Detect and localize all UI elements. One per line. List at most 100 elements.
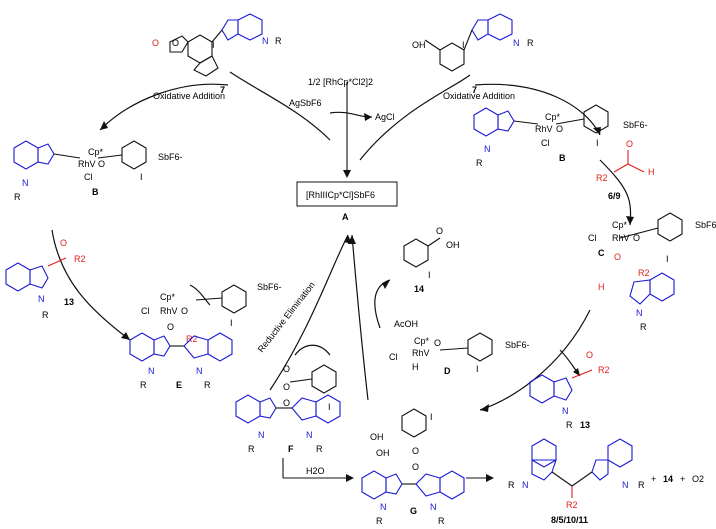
svg-text:I: I	[212, 40, 215, 50]
active-catalyst-letter: A	[342, 212, 349, 222]
svg-text:+: +	[651, 474, 656, 484]
svg-text:R: R	[204, 380, 211, 390]
svg-text:R: R	[508, 480, 515, 490]
svg-text:O: O	[152, 38, 159, 48]
svg-text:N: N	[38, 294, 45, 304]
svg-text:OH: OH	[376, 448, 390, 458]
intermediate-d-label: D	[444, 366, 451, 376]
intermediate-b-right: Cp* RhV O Cl I N R SbF6- B	[473, 104, 648, 168]
aldehyde-6-9: O H R2 6/9	[596, 139, 655, 201]
intermediate-c: Cp* RhV Cl O O R2 H I SbF6- N R C	[588, 212, 716, 332]
intermediate-g: I OH OH O O N R N R G	[361, 408, 465, 526]
svg-text:N: N	[513, 38, 520, 48]
svg-text:O: O	[167, 322, 174, 332]
svg-text:RhV: RhV	[612, 233, 630, 243]
svg-text:SbF6-: SbF6-	[158, 152, 183, 162]
svg-text:N: N	[430, 502, 437, 512]
svg-text:N: N	[262, 36, 269, 46]
intermediate-e: Cp* RhV Cl O O R2 I SbF6- N R N R E	[129, 282, 282, 390]
svg-text:R: R	[638, 480, 645, 490]
svg-text:O: O	[60, 238, 67, 248]
oxidative-addition-right: Oxidative Addition	[443, 91, 515, 101]
silver-salt-label: AgSbF6	[289, 98, 322, 108]
svg-text:SbF6-: SbF6-	[695, 220, 716, 230]
svg-text:I: I	[328, 402, 331, 412]
svg-text:SbF6-: SbF6-	[505, 340, 530, 350]
silver-chloride-label: AgCl	[375, 112, 395, 122]
svg-text:N: N	[258, 430, 265, 440]
intermediate-b-right-label: B	[559, 153, 566, 163]
svg-text:Cp*: Cp*	[414, 336, 430, 346]
svg-text:RhV: RhV	[78, 159, 96, 169]
svg-text:R2: R2	[596, 173, 608, 183]
svg-text:O: O	[436, 226, 443, 236]
byproduct-13-label: 13	[580, 420, 590, 430]
svg-text:R: R	[140, 380, 147, 390]
product-14-right-label: 14	[414, 284, 424, 294]
svg-text:H: H	[598, 282, 605, 292]
svg-text:N: N	[636, 308, 643, 318]
svg-text:O: O	[614, 252, 621, 262]
svg-text:O: O	[586, 350, 593, 360]
intermediate-f-label: F	[288, 444, 294, 454]
coproduct-14-label: 14	[663, 474, 673, 484]
svg-text:+: +	[680, 474, 685, 484]
svg-text:Cl: Cl	[84, 172, 93, 182]
svg-text:I: I	[140, 172, 143, 182]
intermediate-c-label: C	[598, 248, 605, 258]
svg-text:RhV: RhV	[535, 124, 553, 134]
svg-text:Cp*: Cp*	[545, 112, 561, 122]
svg-text:Cp*: Cp*	[612, 220, 628, 230]
oxygen-label: O2	[692, 474, 704, 484]
svg-text:N: N	[622, 480, 629, 490]
intermediate-e-label: E	[176, 380, 182, 390]
svg-text:I: I	[476, 364, 479, 374]
svg-text:R: R	[316, 444, 323, 454]
svg-text:O: O	[412, 446, 419, 456]
svg-text:O: O	[181, 306, 188, 316]
svg-text:N: N	[22, 178, 29, 188]
svg-text:I: I	[596, 138, 599, 148]
svg-text:R: R	[527, 38, 534, 48]
svg-text:O: O	[556, 124, 563, 134]
svg-text:O: O	[283, 382, 290, 392]
svg-text:R: R	[376, 516, 383, 526]
svg-text:I: I	[666, 254, 669, 264]
svg-text:O: O	[98, 159, 105, 169]
svg-text:R2: R2	[638, 268, 650, 278]
intermediate-g-label: G	[410, 506, 417, 516]
reagent-7-right: OH I N R 7	[412, 13, 534, 95]
svg-text:RhV: RhV	[412, 348, 430, 358]
oxidative-addition-left: Oxidative Addition	[153, 91, 225, 101]
final-product-label: 8/5/10/11	[551, 515, 588, 525]
svg-text:O: O	[172, 38, 179, 48]
svg-text:N: N	[306, 430, 313, 440]
svg-text:R: R	[438, 516, 445, 526]
svg-text:Cl: Cl	[541, 138, 550, 148]
svg-text:I: I	[230, 318, 233, 328]
byproduct-13-right: O R2 N R 13	[529, 350, 610, 430]
svg-text:Cp*: Cp*	[88, 147, 104, 157]
svg-text:OH: OH	[446, 240, 460, 250]
svg-text:N: N	[522, 480, 529, 490]
active-catalyst-label: [RhIIICp*Cl]SbF6	[306, 190, 375, 200]
svg-text:O: O	[283, 364, 290, 374]
svg-text:N: N	[484, 144, 491, 154]
acetic-acid-and-14: AcOH O OH I 14	[394, 226, 460, 329]
acetic-acid-label: AcOH	[394, 319, 418, 329]
reagent-7-right-label: 7	[472, 85, 477, 95]
aldehyde-label: 6/9	[608, 191, 621, 201]
svg-text:O: O	[626, 139, 633, 149]
reagent-7-left-label: 7	[220, 85, 225, 95]
svg-text:Cl: Cl	[141, 306, 150, 316]
reagent-13-left: O R2 N R 13	[5, 238, 86, 320]
svg-text:R: R	[42, 310, 49, 320]
final-product: R2 R N N R + 14 + O2 8/5/10/11	[508, 438, 704, 525]
svg-text:N: N	[380, 502, 387, 512]
svg-text:Cl: Cl	[588, 233, 597, 243]
svg-text:R2: R2	[566, 500, 578, 510]
svg-text:SbF6-: SbF6-	[257, 282, 282, 292]
svg-text:R: R	[14, 192, 21, 202]
reagent-13-left-label: 13	[64, 297, 74, 307]
